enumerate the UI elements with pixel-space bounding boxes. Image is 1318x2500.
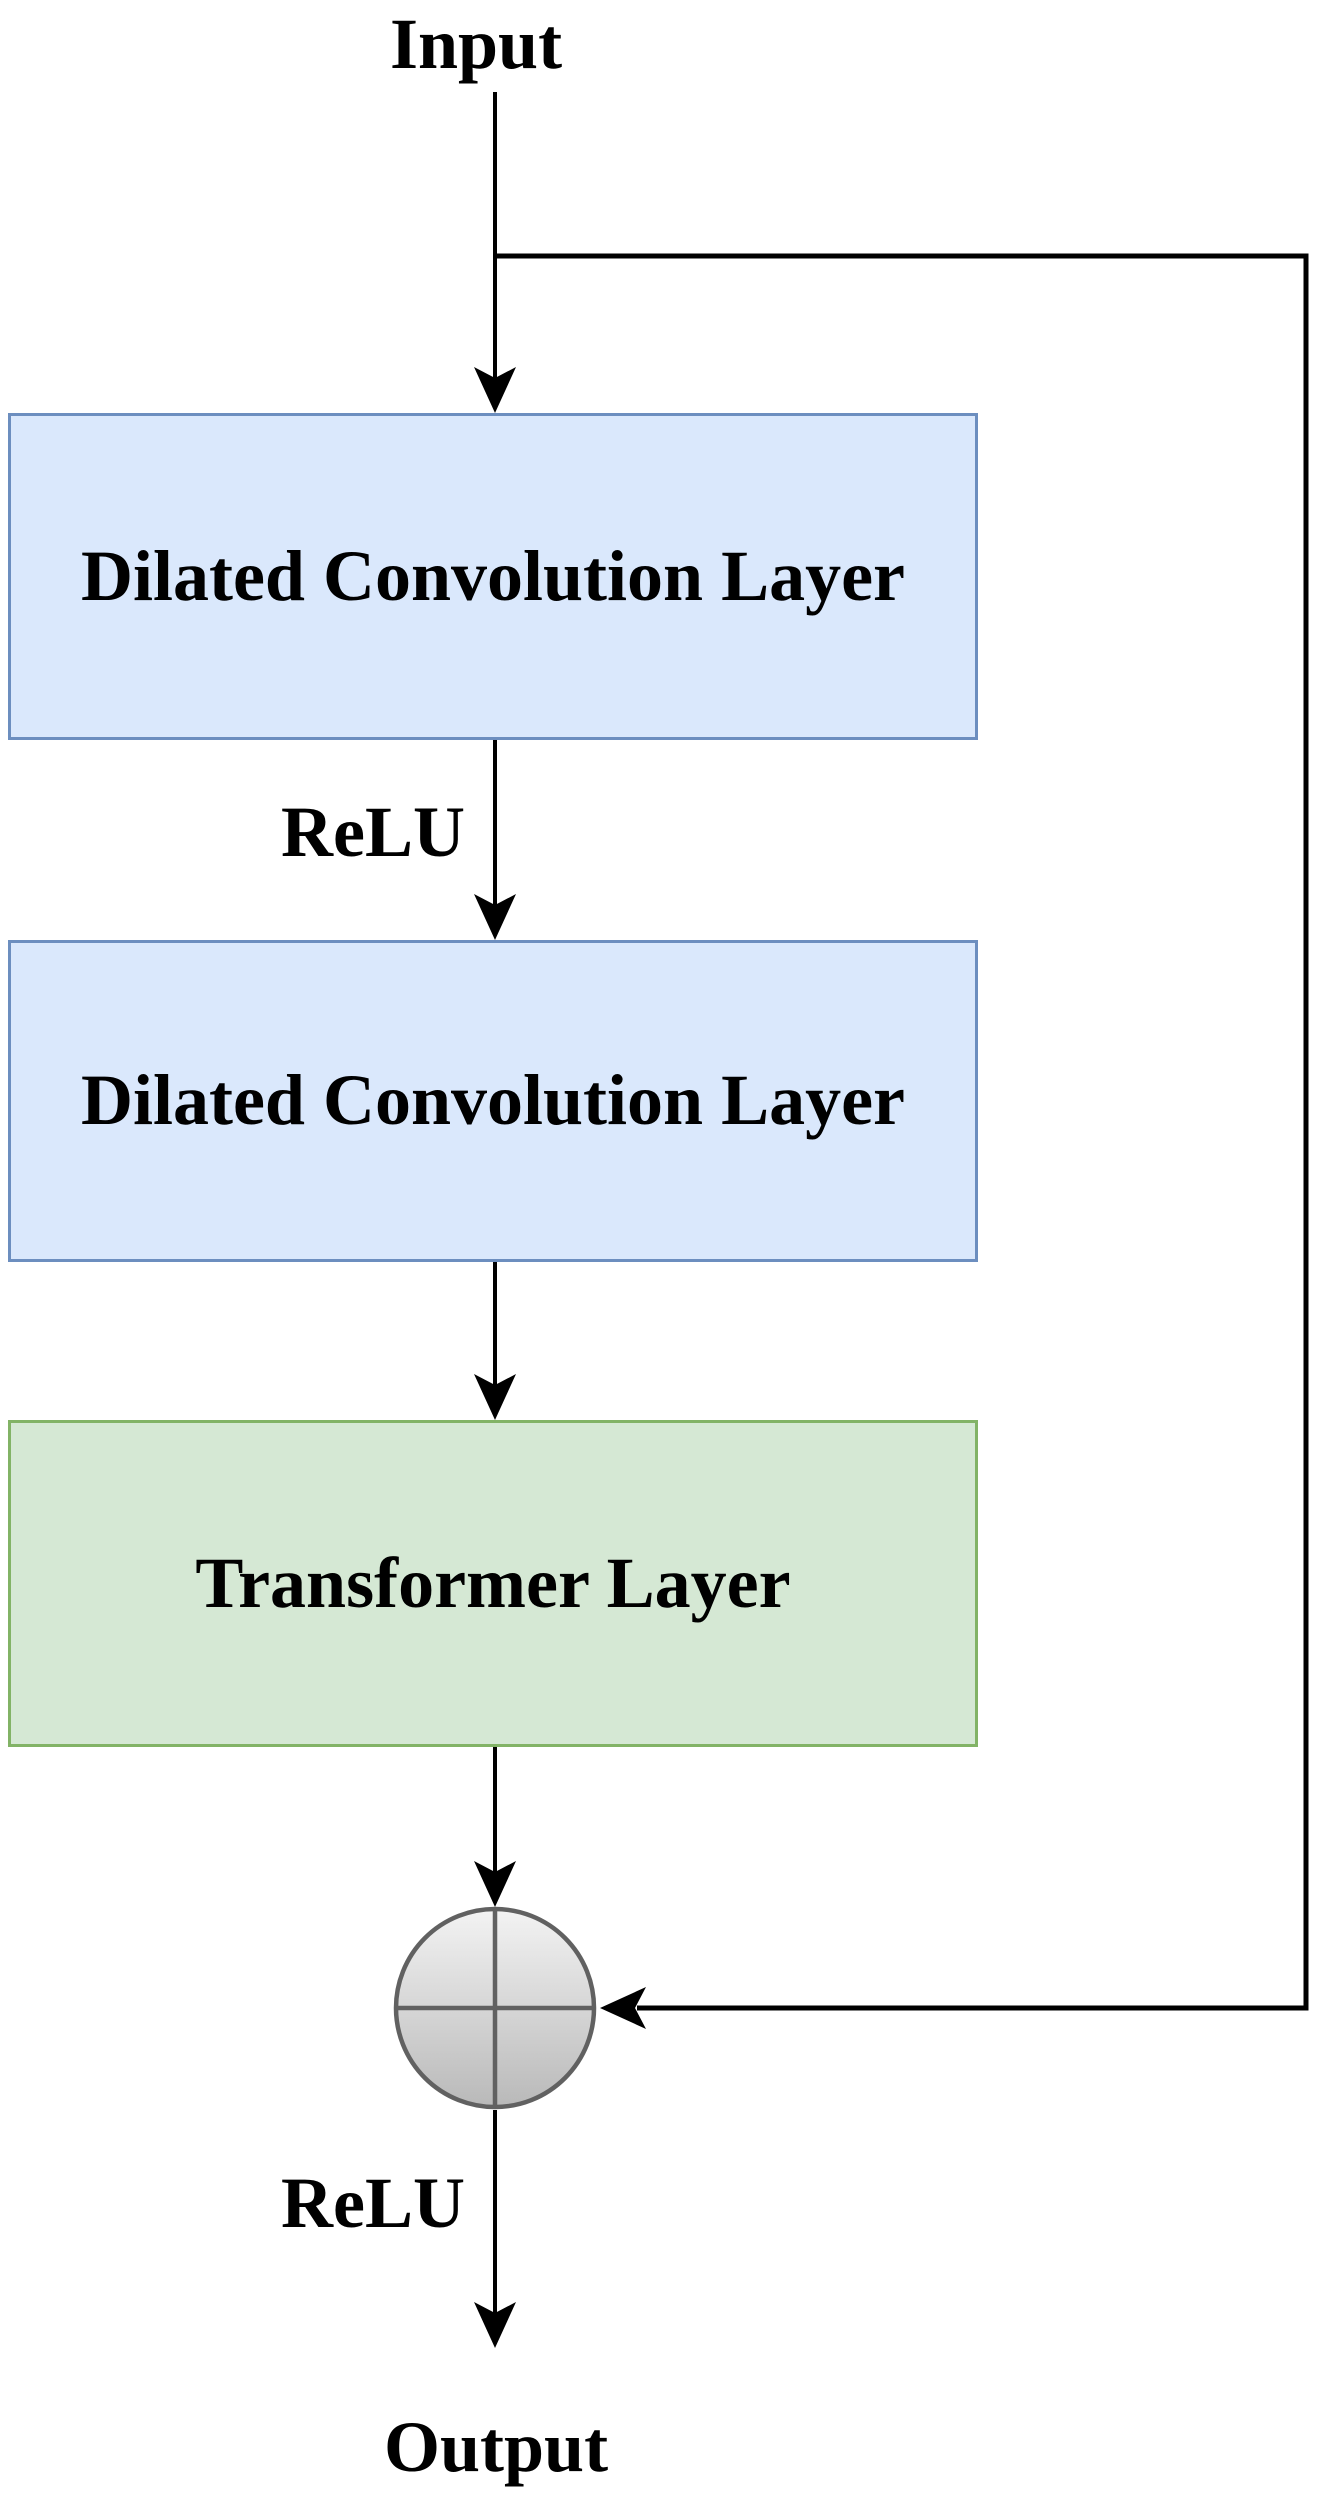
skip-connection-line	[495, 253, 1309, 2029]
skip-arrowhead-icon	[600, 1987, 646, 2029]
node-label: Dilated Convolution Layer	[80, 535, 906, 616]
arrowhead-down-icon	[474, 367, 516, 413]
node-dilated-conv-2: Dilated Convolution Layer	[8, 940, 978, 1262]
relu-label-2: ReLU	[281, 2163, 465, 2243]
node-label: Transformer Layer	[195, 1542, 791, 1623]
input-label: Input	[389, 4, 563, 84]
flow-arrow-conv1-to-conv2	[474, 740, 516, 940]
arrowhead-down-icon	[474, 2302, 516, 2348]
sum-node	[393, 1906, 597, 2110]
arrowhead-down-icon	[474, 1374, 516, 1420]
arrowhead-down-icon	[474, 894, 516, 940]
flow-arrow-input-to-conv1	[474, 92, 516, 413]
flow-arrow-sum-to-output	[474, 2110, 516, 2348]
output-label: Output	[383, 2407, 609, 2487]
flow-arrow-conv2-to-transformer	[474, 1262, 516, 1420]
arrowhead-down-icon	[474, 1861, 516, 1907]
node-label: Dilated Convolution Layer	[80, 1060, 906, 1141]
node-dilated-conv-1: Dilated Convolution Layer	[8, 413, 978, 740]
flow-arrow-transformer-to-sum	[474, 1747, 516, 1907]
node-transformer: Transformer Layer	[8, 1420, 978, 1747]
relu-label-1: ReLU	[281, 792, 465, 872]
